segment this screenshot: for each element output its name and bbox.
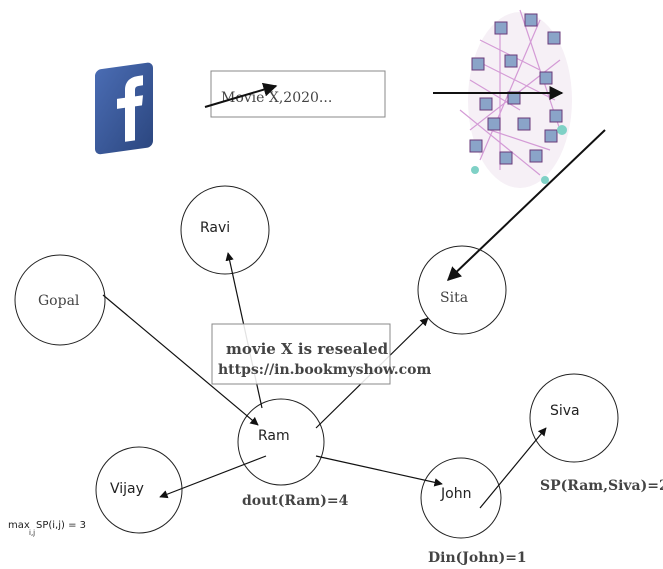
facebook-to-post-arrow (204, 82, 278, 108)
node-label-gopal: Gopal (38, 293, 80, 309)
facebook-logo-icon (95, 62, 153, 155)
node-label-john: John (440, 486, 471, 502)
max-sp-subscript: i,j (29, 529, 35, 537)
node-siva (529, 373, 619, 463)
node-john (420, 457, 502, 539)
message-line-1: movie X is resealed (226, 340, 389, 358)
annotation-sp-ram-siva: SP(Ram,Siva)=2 (540, 478, 663, 494)
max-sp-rest: SP(i,j) = 3 (36, 520, 86, 531)
node-label-ram: Ram (258, 428, 290, 444)
node-ravi (180, 185, 270, 275)
node-sita (417, 245, 507, 335)
post-box: Movie X,2020... (210, 70, 386, 118)
node-ram (237, 398, 325, 486)
edge-ram-vijay (159, 455, 267, 499)
annotation-max-sp: max i,j SP(i,j) = 3 (8, 520, 86, 537)
node-vijay (95, 446, 183, 534)
max-sp-main: max (8, 520, 30, 531)
node-gopal (14, 254, 106, 346)
network-to-sita-arrow (446, 129, 606, 281)
edge-gopal-ram (102, 294, 259, 426)
edge-ram-john (315, 455, 443, 487)
annotation-dout-ram: dout(Ram)=4 (242, 493, 349, 509)
annotation-din-john: Din(John)=1 (428, 550, 527, 566)
message-line-2: https://in.bookmyshow.com (218, 362, 431, 378)
node-label-sita: Sita (440, 290, 468, 306)
message-box: movie X is resealed https://in.bookmysho… (211, 323, 431, 385)
edge-john-siva (479, 427, 547, 509)
node-label-siva: Siva (550, 403, 580, 419)
node-label-vijay: Vijay (110, 481, 144, 497)
social-network-image (459, 9, 572, 188)
node-label-ravi: Ravi (200, 220, 230, 236)
